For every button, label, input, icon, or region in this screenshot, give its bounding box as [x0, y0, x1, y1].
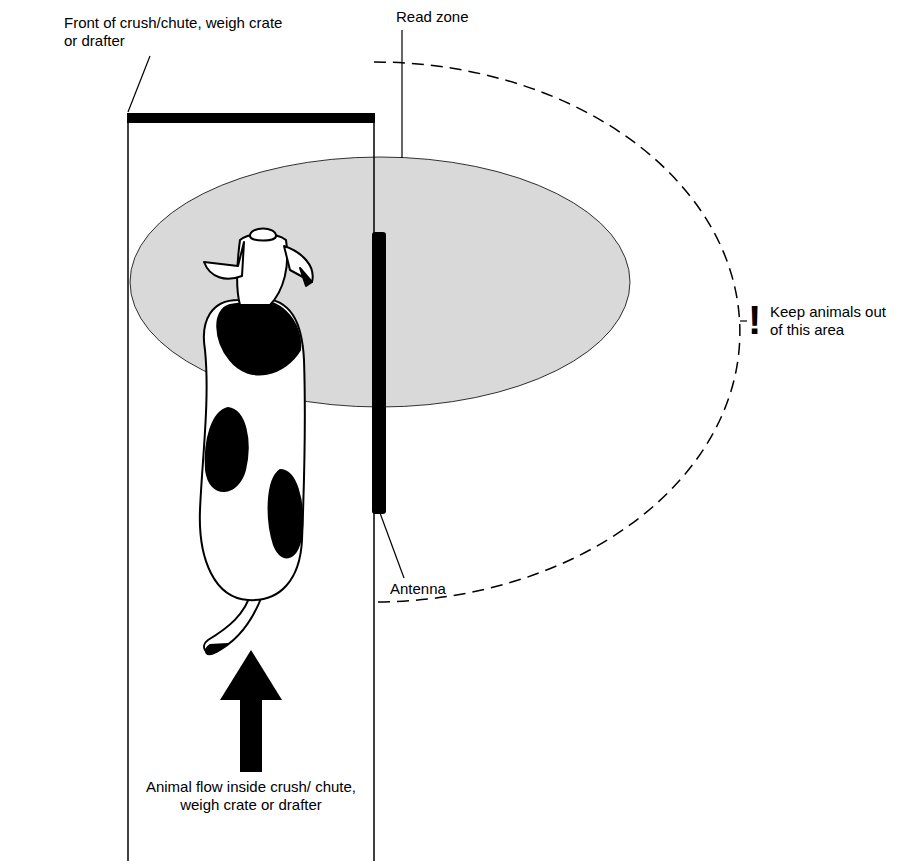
leader-line	[380, 513, 404, 578]
chute-front-bar	[127, 113, 375, 123]
warning-symbol: !	[748, 300, 768, 340]
flow-caption: Animal flow inside crush/ chute, weigh c…	[140, 778, 362, 814]
leader-line	[128, 56, 150, 112]
leader-line	[740, 320, 747, 321]
cow	[200, 229, 313, 655]
callout-text: Read zone	[396, 8, 516, 26]
warning-text: Keep animals out of this area	[770, 303, 896, 339]
flow-arrow	[220, 650, 282, 772]
chute-wall	[127, 113, 129, 861]
leader-line	[401, 30, 402, 158]
callout-text: Front of crush/chute, weigh crate or dra…	[64, 14, 284, 50]
callout-text: Antenna	[390, 580, 490, 598]
antenna	[372, 232, 386, 514]
